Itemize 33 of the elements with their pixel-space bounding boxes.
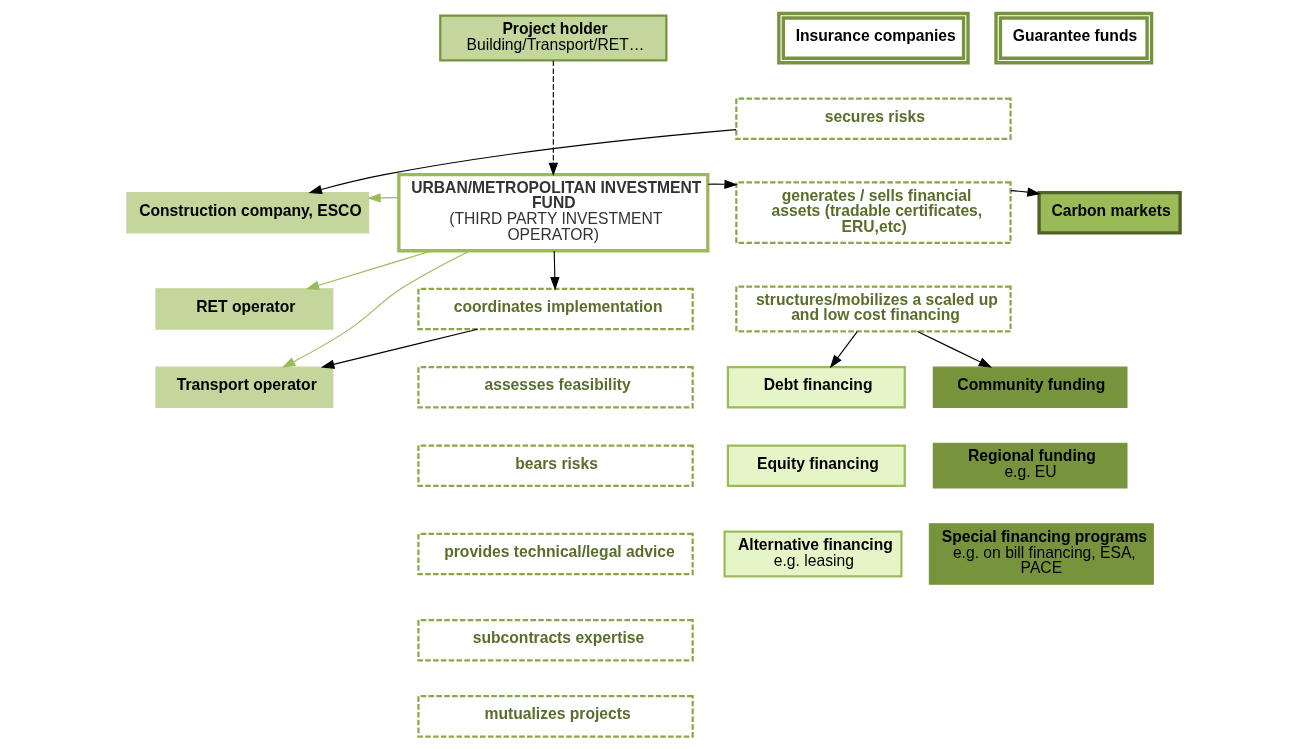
- node-box: URBAN/METROPOLITAN INVESTMENT FUND (THIRD PARTY INVESTMENT OPERATOR): [396, 172, 709, 252]
- node-box: Special financing programs e.g. on bill financing, ESA, PACE: [928, 522, 1154, 585]
- node-box: secures risks: [734, 96, 1012, 140]
- node-box: Community funding: [932, 366, 1127, 408]
- node-box: Alternative financing e.g. leasing: [722, 530, 903, 578]
- node-box: Construction company, ESCO: [125, 191, 369, 233]
- node-box: RET operator: [154, 287, 333, 330]
- arrow: [549, 249, 560, 290]
- arrow: [320, 328, 478, 369]
- node-box: provides technical/legal advice: [416, 532, 694, 575]
- node-box: mutualizes projects: [416, 694, 694, 738]
- node-box: assesses feasibility: [416, 365, 694, 409]
- node-box: Carbon markets: [1036, 190, 1182, 235]
- node-box: subcontracts expertise: [416, 618, 694, 662]
- node-box: coordinates implementation: [416, 287, 694, 330]
- node-box: Equity financing: [726, 443, 906, 487]
- arrow: [305, 249, 432, 290]
- node-box: Project holder Building/Transport/RET…: [438, 14, 667, 62]
- node-box: structures/mobilizes a scaled up and low cost financing: [734, 284, 1012, 332]
- node-box: generates / sells financial assets (tradable certificates, ERU,etc): [734, 180, 1012, 244]
- node-box: Debt financing: [726, 365, 906, 409]
- node-box: Guarantee funds: [993, 11, 1153, 64]
- arrow: [1009, 186, 1041, 197]
- arrow: [281, 249, 471, 368]
- arrow: [308, 128, 737, 194]
- node-box: bears risks: [416, 443, 694, 487]
- arrow: [366, 192, 399, 203]
- arrow: [548, 59, 558, 176]
- node-box: Transport operator: [154, 366, 333, 408]
- node-box: Regional funding e.g. EU: [932, 442, 1127, 489]
- arrow: [829, 330, 858, 368]
- arrow: [916, 330, 992, 368]
- node-box: Insurance companies: [776, 11, 970, 64]
